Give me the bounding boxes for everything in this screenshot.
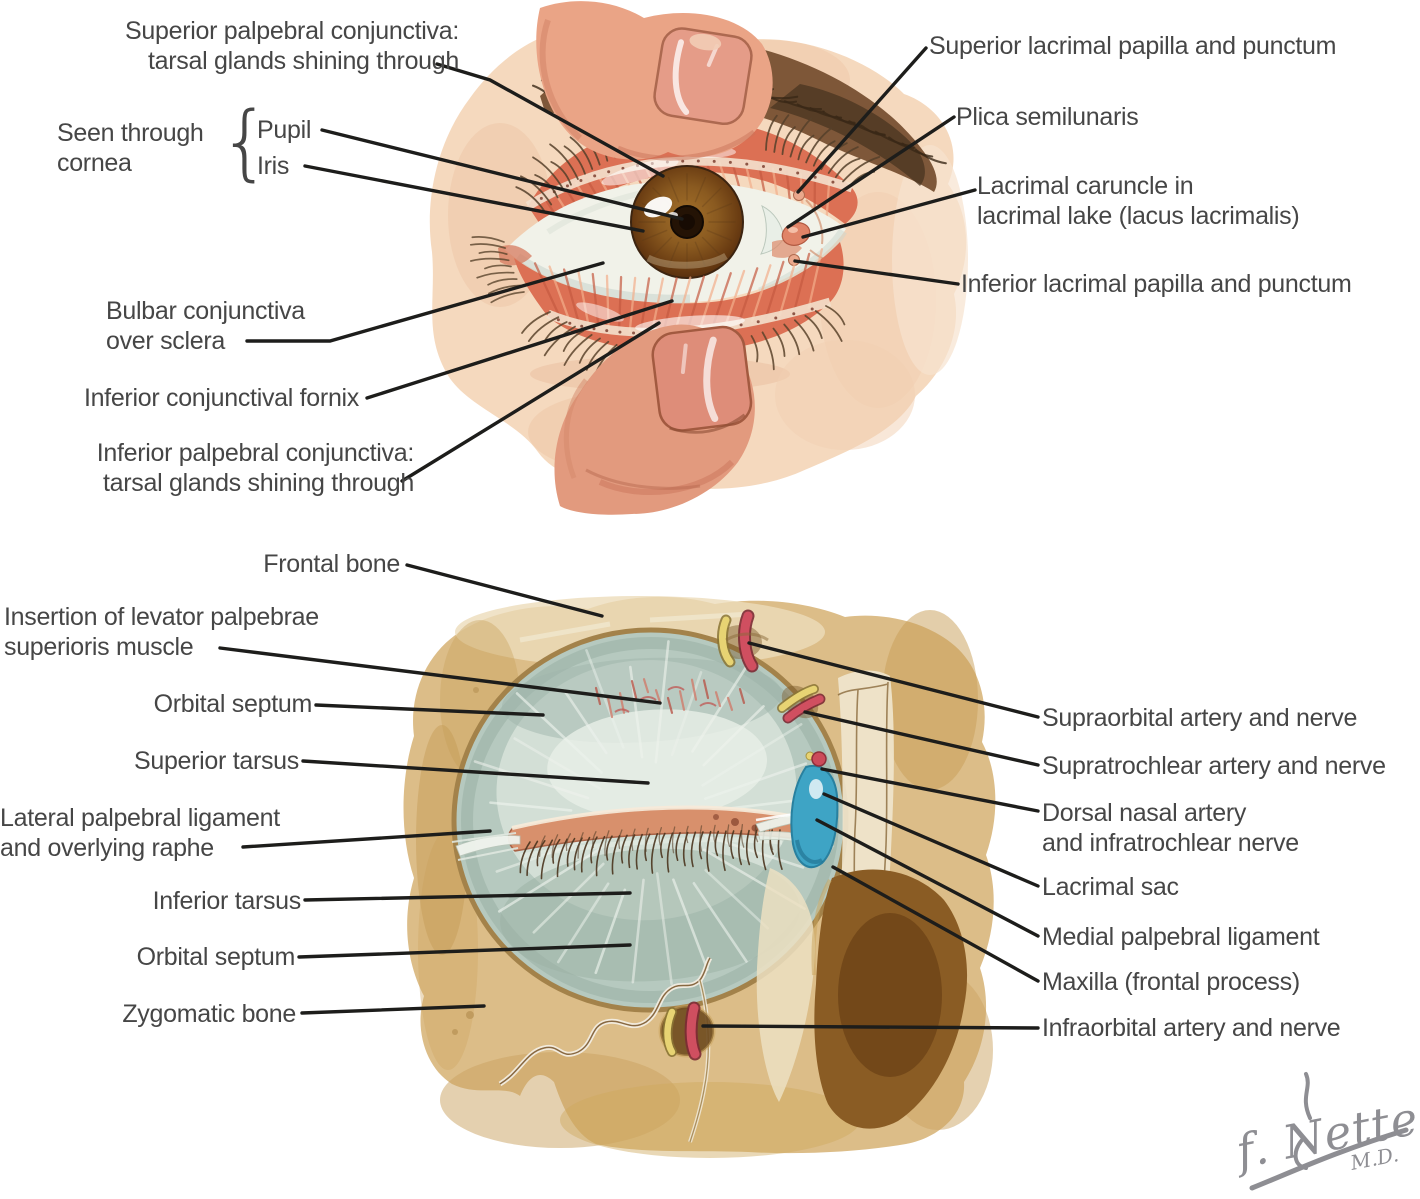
label-orbital-septum-upper: Orbital septum — [153, 690, 313, 718]
caruncle-highlight — [788, 227, 798, 233]
label-iris: Iris — [257, 152, 290, 180]
label-superior-palpebral-conjunctiva: Superior palpebral conjunctiva: tarsal g… — [125, 17, 459, 75]
suture-crack — [499, 957, 711, 1085]
leader-medial-palpebral-ligament — [815, 818, 1040, 938]
label-lateral-palpebral-ligament: Lateral palpebral ligament and overlying… — [0, 804, 280, 862]
leader-levator-insertion — [218, 646, 662, 705]
leader-bulbar-conjunctiva — [245, 261, 605, 343]
signature-flourish — [1249, 1127, 1409, 1191]
label-dorsal-nasal-artery: Dorsal nasal artery and infratrochlear n… — [1042, 799, 1299, 857]
supraorbital-bundle — [717, 609, 769, 673]
maxilla-lower-wash — [756, 868, 816, 1102]
leader-inferior-tarsus — [303, 891, 632, 902]
leader-iris — [303, 164, 645, 233]
pupil-core — [679, 214, 695, 230]
artist-signature: f. Netter M.D. — [1229, 1072, 1420, 1191]
label-superior-tarsus: Superior tarsus — [133, 747, 299, 775]
lower-fingernail — [651, 325, 753, 434]
aperture-core — [838, 913, 942, 1077]
leader-zygomatic-bone — [300, 1004, 486, 1015]
leader-orbital-septum-upper — [314, 703, 545, 717]
aperture-rim-light — [811, 878, 832, 976]
label-supratrochlear-bundle: Supratrochlear artery and nerve — [1042, 752, 1386, 780]
levator-insertion-marks — [594, 678, 746, 719]
leader-superior-palpebral-conjunctiva — [435, 62, 665, 178]
label-inferior-conjunctival-fornix: Inferior conjunctival fornix — [83, 384, 359, 412]
label-plica-semilunaris: Plica semilunaris — [956, 103, 1139, 131]
label-medial-palpebral-ligament: Medial palpebral ligament — [1042, 923, 1320, 951]
lid-band-highlight — [511, 805, 791, 830]
label-lacrimal-caruncle: Lacrimal caruncle in lacrimal lake (lacu… — [977, 172, 1300, 230]
label-superior-lacrimal-papilla: Superior lacrimal papilla and punctum — [929, 32, 1337, 60]
leader-maxilla — [831, 865, 1040, 983]
leader-inferior-palpebral-conjunctiva — [400, 321, 661, 483]
leader-superior-lacrimal-papilla — [796, 46, 928, 194]
leader-lateral-palpebral-ligament — [241, 829, 492, 849]
dorsal-nasal-artery-dot — [805, 751, 827, 767]
maxilla-crack-lines — [837, 681, 889, 946]
leader-superior-tarsus — [301, 759, 650, 785]
label-lacrimal-sac: Lacrimal sac — [1042, 873, 1179, 901]
leader-frontal-bone — [405, 563, 604, 618]
label-levator-insertion: Insertion of levator palpebrae superiori… — [4, 603, 319, 661]
upper-fingernail — [653, 27, 753, 126]
leader-lacrimal-sac — [822, 792, 1040, 888]
curly-brace: { — [219, 95, 272, 190]
levator-squiggles — [614, 686, 717, 713]
infraorbital-bundle — [658, 1001, 716, 1061]
lower-suture-crack — [689, 979, 710, 1143]
label-bulbar-conjunctiva: Bulbar conjunctiva over sclera — [106, 297, 305, 355]
label-inferior-tarsus: Inferior tarsus — [152, 887, 302, 915]
label-infraorbital-bundle: Infraorbital artery and nerve — [1042, 1014, 1341, 1042]
label-orbital-septum-lower: Orbital septum — [136, 943, 296, 971]
label-inferior-lacrimal-papilla: Inferior lacrimal papilla and punctum — [961, 270, 1352, 298]
supratrochlear-bundle — [777, 684, 826, 724]
leader-lacrimal-caruncle — [801, 188, 977, 239]
label-pupil: Pupil — [257, 116, 312, 144]
leader-dorsal-nasal-artery — [820, 767, 1040, 813]
leader-orbital-septum-lower — [297, 943, 632, 959]
label-supraorbital-bundle: Supraorbital artery and nerve — [1042, 704, 1358, 732]
leader-pupil — [320, 128, 684, 221]
lower-eyelashes-right — [701, 305, 846, 383]
leader-plica-semilunaris — [786, 115, 956, 229]
upper-finger — [536, 1, 773, 161]
label-seen-through-cornea: Seen through cornea — [57, 119, 204, 177]
leader-lines — [218, 46, 1040, 1030]
lateral-canthus-eyelashes — [469, 236, 525, 304]
lateral-palpebral-ligament — [451, 832, 521, 861]
leader-supratrochlear-bundle — [803, 710, 1040, 767]
orbital-septum-illustration — [403, 596, 996, 1158]
closed-lid-eyelashes — [519, 823, 783, 880]
leader-inferior-conjunctival-fornix — [365, 299, 674, 400]
leader-supraorbital-bundle — [747, 641, 1040, 719]
leader-infraorbital-bundle — [701, 1024, 1040, 1030]
eye-held-open-illustration — [429, 1, 968, 515]
iris-lower-glare — [646, 252, 728, 269]
signature-squiggle — [1293, 1072, 1312, 1170]
label-frontal-bone: Frontal bone — [263, 550, 400, 578]
label-maxilla: Maxilla (frontal process) — [1042, 968, 1300, 996]
label-zygomatic-bone: Zygomatic bone — [122, 1000, 296, 1028]
label-inferior-palpebral-conjunctiva: Inferior palpebral conjunctiva: tarsal g… — [96, 439, 415, 497]
lacrimal-sac — [790, 764, 839, 869]
lower-finger — [554, 324, 755, 515]
leader-inferior-lacrimal-papilla — [793, 259, 960, 286]
